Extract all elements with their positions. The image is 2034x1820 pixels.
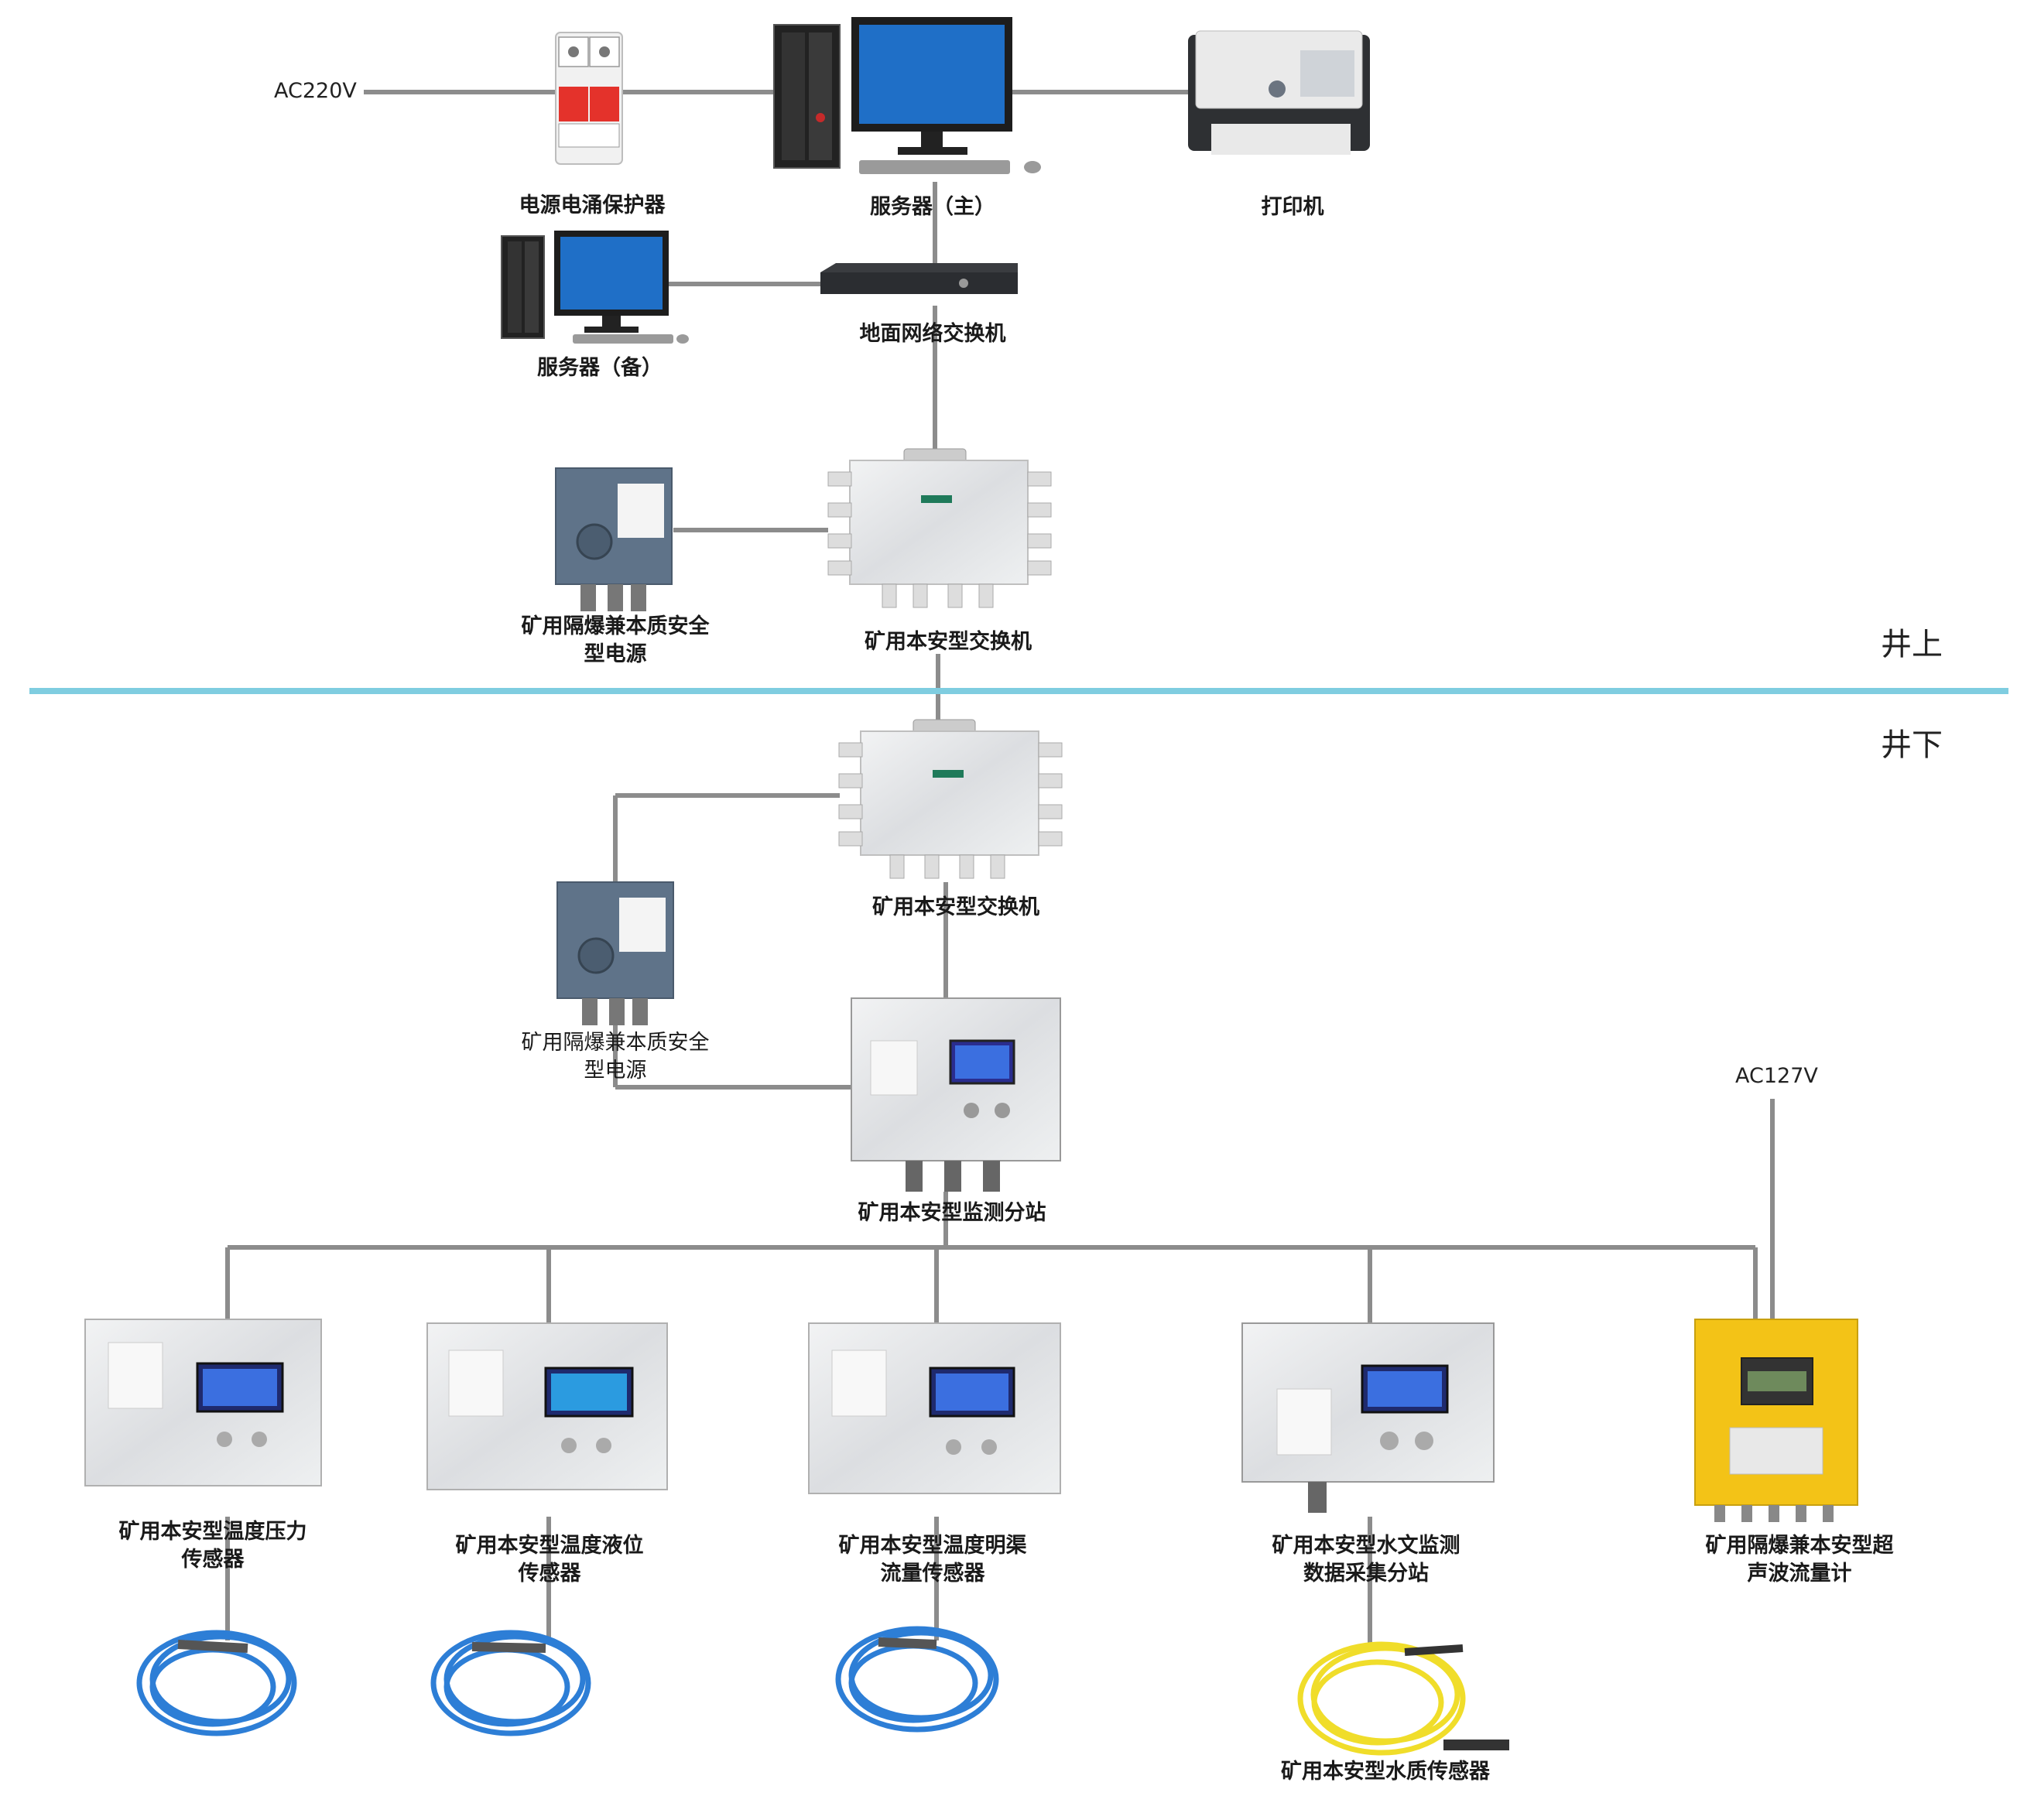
sensor1-cable-icon	[136, 1630, 297, 1736]
sensor3-box-icon	[808, 1322, 1061, 1494]
connection-lines	[225, 90, 1775, 1648]
sensor1-box-icon	[84, 1319, 322, 1486]
psu-bottom-label-line1: 矿用隔爆兼本质安全	[521, 1031, 710, 1055]
sensor1-label-line1: 矿用本安型温度压力	[118, 1520, 307, 1544]
server-main-label: 服务器（主）	[870, 195, 995, 219]
zone-below-label: 井下	[1881, 727, 1943, 763]
ground-network-switch-icon	[820, 263, 1018, 294]
sensor4-label-line2: 数据采集分站	[1303, 1562, 1429, 1586]
psu-bottom-icon	[556, 881, 674, 1025]
sensor3-label-line1: 矿用本安型温度明渠	[838, 1534, 1027, 1558]
ac220-label: AC220V	[274, 79, 357, 103]
sensor2-cable-icon	[430, 1630, 591, 1736]
zone-above-label: 井上	[1881, 627, 1943, 662]
sensor4-box-icon	[1241, 1322, 1495, 1513]
mine-switch-top-icon	[827, 448, 1052, 608]
sensor3-label-line2: 流量传感器	[880, 1562, 985, 1586]
sensor2-label-line1: 矿用本安型温度液位	[455, 1534, 644, 1558]
ac127-label: AC127V	[1735, 1064, 1818, 1088]
mine-switch-top-label: 矿用本安型交换机	[865, 630, 1032, 654]
sensor5-label-line2: 声波流量计	[1747, 1562, 1852, 1586]
ground-switch-label: 地面网络交换机	[859, 322, 1006, 346]
sensor2-box-icon	[426, 1322, 668, 1490]
substation-icon	[851, 997, 1061, 1192]
server-main-icon	[773, 17, 1041, 174]
sensor3-cable-icon	[835, 1626, 999, 1733]
psu-bottom-label-line2: 型电源	[584, 1059, 647, 1083]
psu-top-label-line1: 矿用隔爆兼本质安全	[521, 614, 710, 638]
server-backup-label: 服务器（备）	[537, 356, 663, 380]
sensor5-box-icon	[1694, 1319, 1858, 1522]
substation-label: 矿用本安型监测分站	[858, 1201, 1046, 1225]
server-backup-icon	[501, 231, 689, 344]
mine-switch-bottom-label: 矿用本安型交换机	[872, 895, 1039, 919]
water-quality-cable-icon	[1297, 1641, 1509, 1756]
sensor5-label-line1: 矿用隔爆兼本安型超	[1705, 1534, 1894, 1558]
psu-top-icon	[555, 467, 673, 611]
psu-top-label-line2: 型电源	[584, 642, 647, 666]
printer-icon	[1188, 30, 1370, 155]
surge-protector-icon	[555, 32, 623, 165]
printer-label: 打印机	[1261, 195, 1324, 219]
surge-protector-label: 电源电涌保护器	[519, 193, 666, 217]
sensor4-label-line1: 矿用本安型水文监测	[1272, 1534, 1460, 1558]
sensor2-label-line2: 传感器	[518, 1562, 581, 1586]
mine-switch-bottom-icon	[838, 719, 1063, 879]
sensor1-label-line2: 传感器	[181, 1548, 245, 1572]
water-quality-label: 矿用本安型水质传感器	[1281, 1760, 1490, 1784]
